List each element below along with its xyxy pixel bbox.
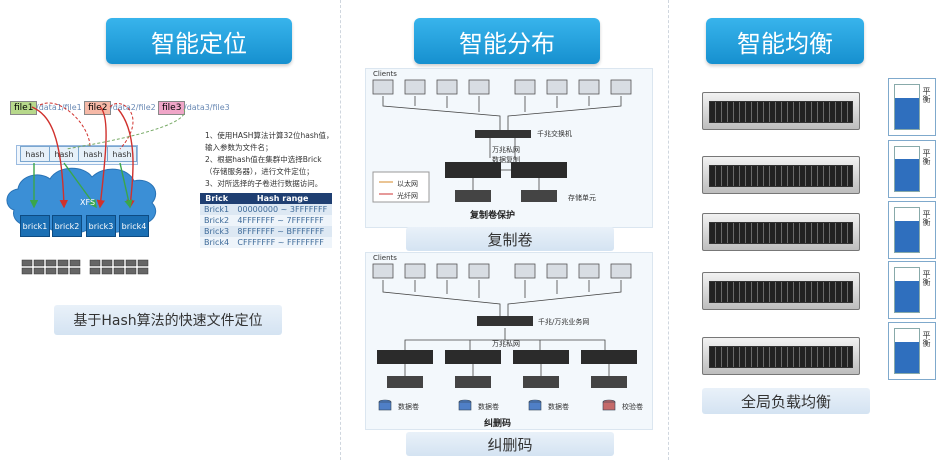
server	[702, 337, 860, 375]
switch-label: 千兆/万兆业务网	[538, 318, 590, 326]
table-cell: Brick3	[200, 226, 234, 237]
disk-arrays-icon	[21, 259, 149, 275]
step-line: 1、使用HASH算法计算32位hash值，	[205, 131, 334, 140]
file-path: /data2/file2	[110, 103, 156, 112]
brick: brick4	[119, 215, 149, 237]
replication-network-svg	[372, 79, 632, 203]
gauge-track	[894, 84, 920, 130]
file-tag: file1	[10, 101, 38, 115]
balance-title: 智能均衡	[706, 18, 864, 64]
positioning-caption: 基于Hash算法的快速文件定位	[54, 305, 282, 335]
positioning-title: 智能定位	[106, 18, 292, 64]
gauge-fill	[895, 159, 919, 191]
table-cell: Brick2	[200, 215, 234, 226]
load-gauge: 平衡	[888, 78, 936, 136]
arrow-green	[119, 162, 133, 209]
gauge-fill	[895, 281, 919, 312]
replication-label: 数据复制	[492, 156, 520, 164]
clients-label: Clients	[373, 70, 397, 78]
gauge-label: 平衡	[922, 87, 931, 103]
server	[702, 272, 860, 310]
brick: brick2	[52, 215, 82, 237]
table-cell: 4FFFFFFF ~ 7FFFFFFF	[233, 215, 332, 226]
arrow-red	[31, 106, 69, 209]
hash-box: hash	[107, 146, 137, 162]
column-divider	[668, 0, 669, 460]
switch-label: 千兆交换机	[537, 130, 572, 138]
step-line: 输入参数为文件名；	[205, 143, 273, 152]
clients-label: Clients	[373, 254, 397, 262]
table-cell: CFFFFFFF ~ FFFFFFFF	[233, 237, 332, 248]
disk-label: 数据卷	[548, 403, 569, 411]
erasure-caption: 纠删码	[406, 432, 614, 456]
step-line: 3、对所选择的子卷进行数据访问。	[205, 179, 323, 188]
arrow-dashed	[109, 103, 134, 150]
table-cell: Brick4	[200, 237, 234, 248]
table-header: Hash range	[233, 193, 332, 204]
arrow-dashed	[39, 102, 91, 148]
column-divider	[340, 0, 341, 460]
erasure-network-svg	[372, 263, 637, 411]
gauge-label: 平衡	[922, 270, 931, 286]
gauge-fill	[895, 98, 919, 129]
server	[702, 156, 860, 194]
brick: brick1	[20, 215, 50, 237]
file-tag: file2	[84, 101, 112, 115]
gauge-track	[894, 146, 920, 192]
storage-unit-label: 存储单元	[568, 194, 596, 202]
load-gauge: 平衡	[888, 201, 936, 259]
arrow-green	[63, 162, 97, 209]
legend-fiber: 光纤网	[397, 192, 418, 200]
server	[702, 92, 860, 130]
replication-diagram-title: 复制卷保护	[470, 211, 516, 221]
disk-label: 数据卷	[478, 403, 499, 411]
gauge-label: 平衡	[922, 210, 931, 226]
gauge-fill	[895, 342, 919, 373]
file-path: /data1/file1	[36, 103, 82, 112]
step-line: （存储服务器），进行文件定位；	[205, 167, 314, 176]
gauge-track	[894, 267, 920, 313]
step-line: 2、根据hash值在集群中选择Brick	[205, 155, 322, 164]
balance-caption: 全局负载均衡	[702, 388, 870, 414]
disk-label: 数据卷	[398, 403, 419, 411]
server	[702, 213, 860, 251]
gauge-label: 平衡	[922, 331, 931, 347]
replication-caption: 复制卷	[406, 227, 614, 251]
file-tag: file3	[158, 101, 186, 115]
load-gauge: 平衡	[888, 322, 936, 380]
private-net-label: 万兆私网	[492, 340, 520, 348]
distribution-title: 智能分布	[414, 18, 600, 64]
hash-steps: 1、使用HASH算法计算32位hash值， 输入参数为文件名； 2、根据hash…	[205, 130, 334, 190]
load-gauge: 平衡	[888, 261, 936, 319]
private-net-label: 万兆私网	[492, 146, 520, 154]
disk-label: 校验卷	[622, 403, 643, 411]
brick: brick3	[86, 215, 116, 237]
arrow-red	[117, 108, 135, 209]
file-path: /data3/file3	[184, 103, 230, 112]
cloud-label: XFS	[80, 198, 96, 207]
erasure-diagram-title: 纠删码	[484, 419, 512, 429]
legend-ethernet: 以太网	[397, 180, 418, 188]
table-cell: Brick1	[200, 204, 234, 215]
table-header: Brick	[200, 193, 234, 204]
table-cell: 8FFFFFFF ~ BFFFFFFF	[233, 226, 332, 237]
load-gauge: 平衡	[888, 140, 936, 198]
table-cell: 00000000 ~ 3FFFFFFF	[233, 204, 332, 215]
arrow-red	[96, 106, 107, 209]
gauge-label: 平衡	[922, 149, 931, 165]
gauge-track	[894, 207, 920, 253]
gauge-track	[894, 328, 920, 374]
gauge-fill	[895, 221, 919, 252]
